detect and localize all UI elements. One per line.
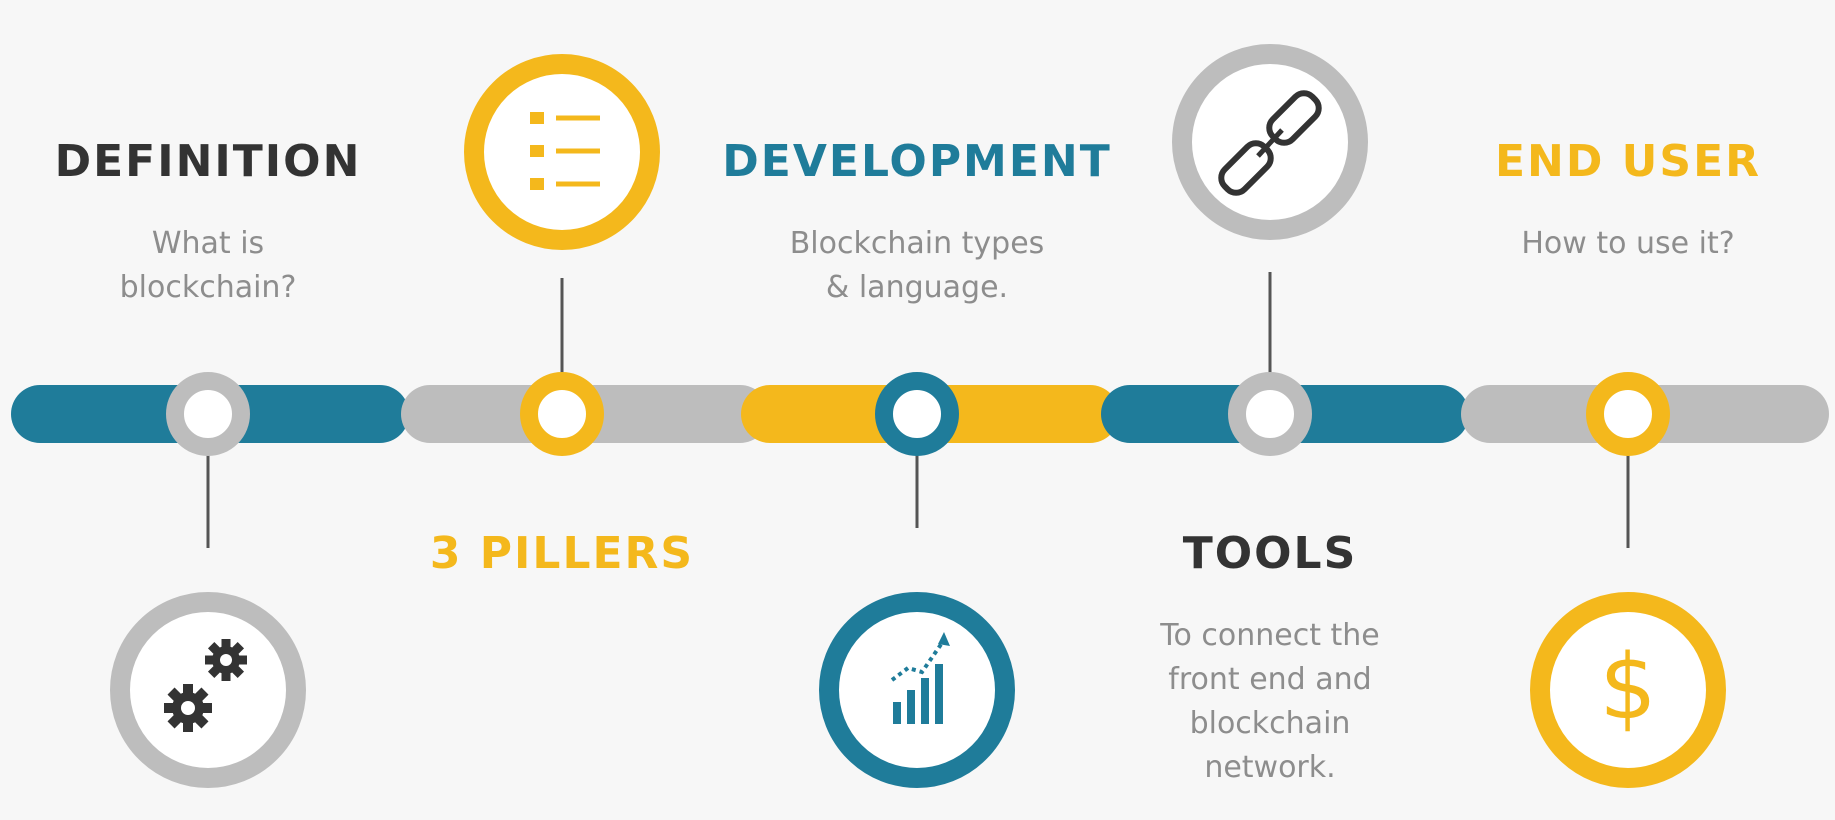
- node-3: [875, 372, 959, 456]
- list-icon: [530, 112, 600, 190]
- node-1: [166, 372, 250, 456]
- development-subtitle-line-2: & language.: [825, 270, 1009, 305]
- node-4: [1228, 372, 1312, 456]
- end-user-subtitle: How to use it?: [1468, 222, 1788, 266]
- dollar-icon: $: [1599, 635, 1656, 740]
- tools-subtitle-line-4: network.: [1204, 750, 1336, 785]
- tools-subtitle-line-2: front end and: [1168, 662, 1372, 697]
- gears-icon: [164, 639, 247, 732]
- tools-subtitle-line-3: blockchain: [1189, 706, 1351, 741]
- connector-lines: [206, 272, 1630, 548]
- tools-subtitle: To connect the front end and blockchain …: [1120, 614, 1420, 790]
- end-user-title: END USER: [1494, 136, 1762, 187]
- definition-subtitle: What is blockchain?: [78, 222, 338, 310]
- node-5: [1586, 372, 1670, 456]
- bar-chart-icon: [890, 632, 950, 724]
- timeline-nodes: [166, 372, 1670, 456]
- end-user-subtitle-line-1: How to use it?: [1521, 226, 1735, 261]
- development-subtitle: Blockchain types & language.: [747, 222, 1087, 310]
- link-icon: [1218, 90, 1322, 196]
- definition-subtitle-line-2: blockchain?: [119, 270, 297, 305]
- node-2: [520, 372, 604, 456]
- tools-title: TOOLS: [1182, 528, 1358, 579]
- development-subtitle-line-1: Blockchain types: [789, 226, 1045, 261]
- svg-text:$: $: [1599, 635, 1656, 740]
- definition-subtitle-line-1: What is: [151, 226, 265, 261]
- development-title: DEVELOPMENT: [722, 136, 1112, 187]
- dollar-circle: [1530, 592, 1726, 788]
- definition-title: DEFINITION: [54, 136, 362, 187]
- pillars-title: 3 PILLERS: [429, 528, 695, 579]
- gears-circle: [110, 592, 306, 788]
- chart-circle: [819, 592, 1015, 788]
- tools-subtitle-line-1: To connect the: [1160, 618, 1380, 653]
